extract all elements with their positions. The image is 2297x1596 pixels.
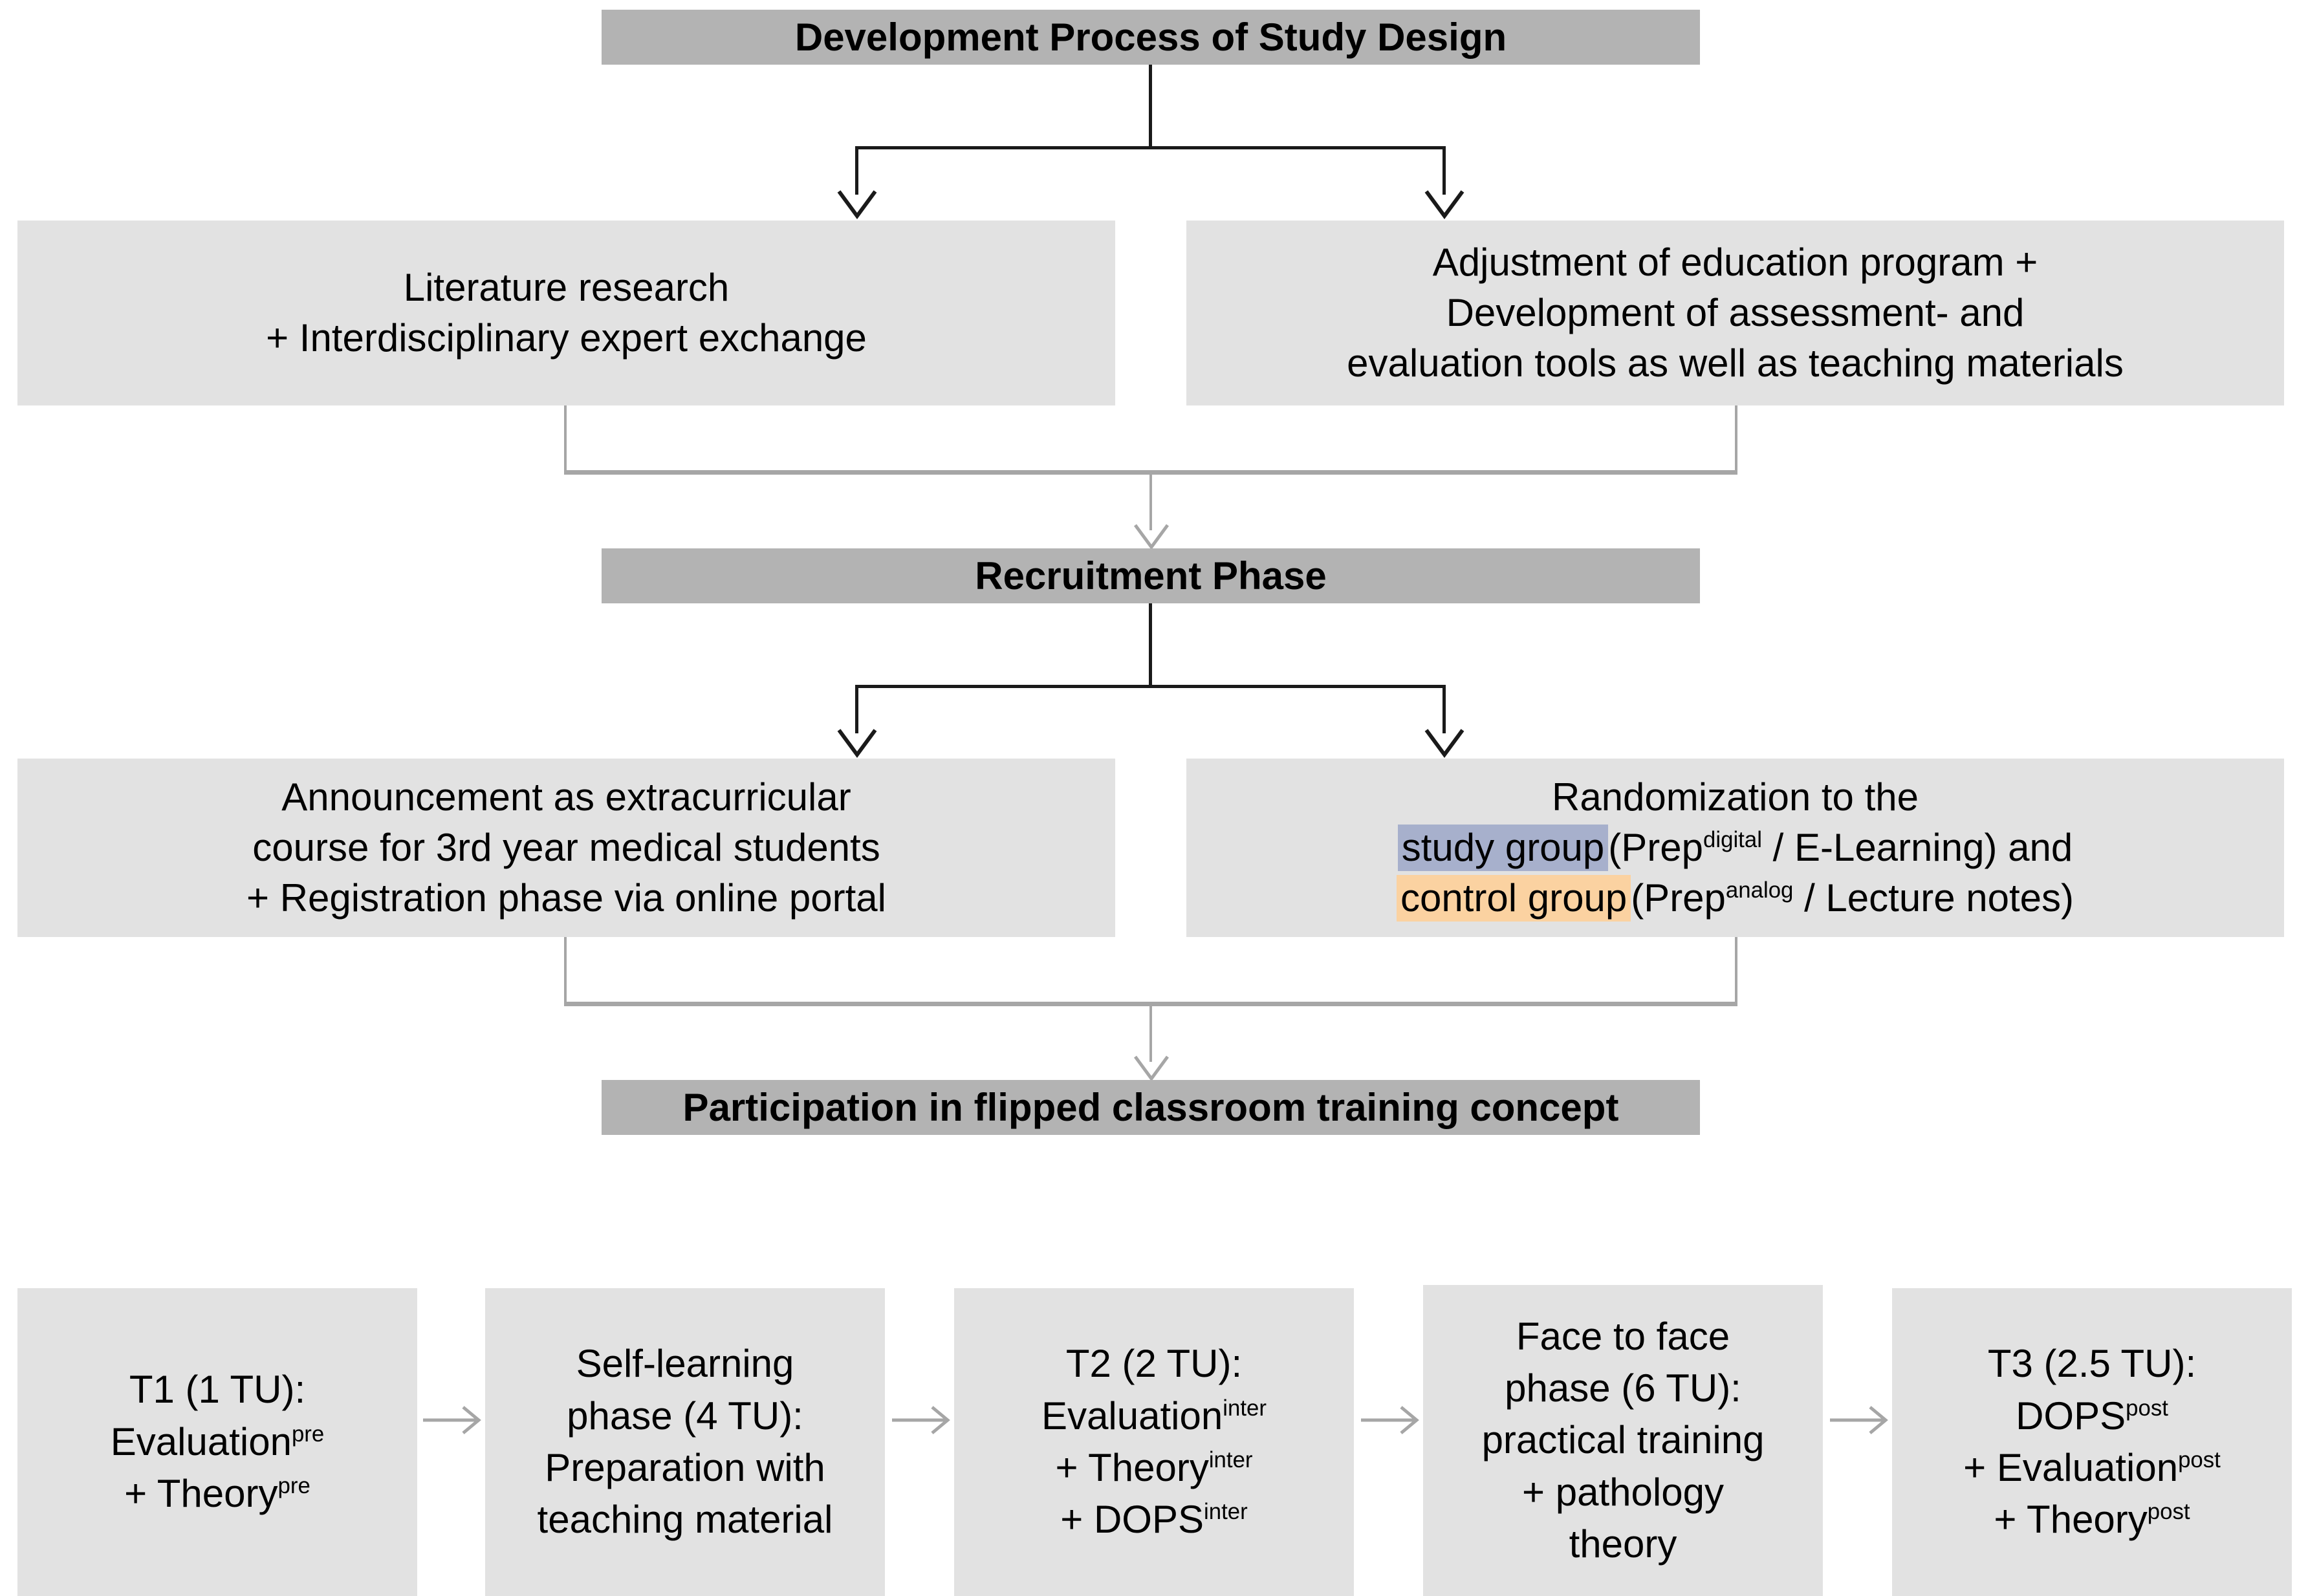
study-group-detail-a: (Prep [1608, 826, 1704, 869]
timeline-self-learning-line-3: Preparation with [545, 1446, 825, 1489]
node-randomization-line-3: control group(Prepanalog / Lecture notes… [1198, 873, 2272, 923]
timeline-face-to-face-line-5: theory [1569, 1522, 1677, 1566]
control-group-detail-a: (Prep [1631, 876, 1726, 920]
node-literature-research-text: Literature research + Interdisciplinary … [17, 263, 1115, 363]
timeline-face-to-face-line-4: + pathology [1522, 1470, 1724, 1514]
node-adjustment-line-1: Adjustment of education program + [1432, 241, 2038, 284]
timeline-face-to-face-line-3: practical training [1481, 1418, 1765, 1462]
timeline-t3-line-1: T3 (2.5 TU): [1987, 1342, 2197, 1386]
timeline-face-to-face-line-2: phase (6 TU): [1505, 1366, 1741, 1410]
control-group-detail-b: / Lecture notes) [1793, 876, 2074, 920]
timeline-arrow-1-icon [423, 1406, 481, 1434]
timeline-t1-line-2: Evaluationpre [110, 1419, 325, 1463]
timeline-t3-sup-3: post [2178, 1447, 2221, 1472]
node-development-process-header: Development Process of Study Design [602, 10, 1700, 65]
study-group-detail-b: / E-Learning) and [1761, 826, 2073, 869]
arrowhead-recruitment-icon [1133, 524, 1170, 550]
node-announcement-line-2: course for 3rd year medical students [252, 826, 880, 869]
connector-header-bus [855, 146, 1446, 149]
node-literature-research: Literature research + Interdisciplinary … [17, 221, 1115, 405]
connector-recruitment-left-drop [855, 685, 858, 733]
node-announcement-extracurricular: Announcement as extracurricular course f… [17, 759, 1115, 937]
connector-row2-right-riser [1735, 405, 1737, 471]
timeline-self-learning-line-4: teaching material [537, 1498, 833, 1542]
node-recruitment-phase: Recruitment Phase [602, 548, 1700, 603]
node-literature-research-line-2: + Interdisciplinary expert exchange [266, 316, 867, 360]
timeline-t1-sup-2: pre [291, 1421, 325, 1447]
node-announcement-line-3: + Registration phase via online portal [246, 876, 886, 920]
timeline-box-t3: T3 (2.5 TU): DOPSpost + Evaluationpost +… [1892, 1288, 2292, 1596]
timeline-self-learning-line-1: Self-learning [576, 1342, 794, 1386]
connector-header-left-drop [855, 146, 858, 195]
study-group-highlight: study group [1397, 825, 1609, 871]
timeline-t2-line-2: Evaluationinter [1041, 1394, 1267, 1438]
timeline-t2-sup-3: inter [1208, 1447, 1253, 1472]
timeline-box-t2: T2 (2 TU): Evaluationinter + Theoryinter… [954, 1288, 1354, 1596]
node-participation-flipped-classroom: Participation in flipped classroom train… [602, 1080, 1700, 1135]
timeline-t3-sup-4: post [2147, 1499, 2190, 1525]
node-randomization-line-2: study group(Prepdigital / E-Learning) an… [1198, 823, 2272, 873]
node-randomization: Randomization to the study group(Prepdig… [1186, 759, 2284, 937]
connector-row2-left-riser [564, 405, 567, 471]
timeline-t3-line-3: + Evaluationpost [1963, 1446, 2221, 1489]
arrowhead-recruitment-left-icon [837, 729, 877, 759]
timeline-t1-line-3: + Theorypre [124, 1472, 310, 1516]
timeline-t2-line-1: T2 (2 TU): [1065, 1342, 1243, 1386]
timeline-arrow-2-icon [892, 1406, 950, 1434]
node-adjustment-education-program: Adjustment of education program + Develo… [1186, 221, 2284, 405]
timeline-t3-line-2: DOPSpost [2016, 1394, 2168, 1438]
timeline-t2-sup-2: inter [1223, 1395, 1267, 1421]
timeline-box-self-learning: Self-learning phase (4 TU): Preparation … [485, 1288, 885, 1596]
timeline-t3-line-4: + Theorypost [1994, 1498, 2190, 1542]
node-announcement-line-1: Announcement as extracurricular [281, 775, 851, 819]
timeline-box-face-to-face-text: Face to face phase (6 TU): practical tra… [1423, 1311, 1823, 1571]
node-adjustment-line-2: Development of assessment- and [1446, 291, 2025, 334]
timeline-box-t3-text: T3 (2.5 TU): DOPSpost + Evaluationpost +… [1892, 1338, 2292, 1546]
timeline-arrow-3-icon [1361, 1406, 1419, 1434]
timeline-t1-line-1: T1 (1 TU): [129, 1368, 306, 1412]
timeline-box-self-learning-text: Self-learning phase (4 TU): Preparation … [485, 1338, 885, 1546]
connector-header-stem [1149, 65, 1152, 147]
timeline-box-t2-text: T2 (2 TU): Evaluationinter + Theoryinter… [954, 1338, 1354, 1546]
control-group-highlight: control group [1396, 875, 1631, 922]
node-literature-research-line-1: Literature research [403, 266, 730, 309]
connector-row4-bus [564, 1002, 1737, 1006]
timeline-box-t1: T1 (1 TU): Evaluationpre + Theorypre [17, 1288, 417, 1596]
timeline-self-learning-line-2: phase (4 TU): [567, 1394, 803, 1438]
timeline-t3-sup-2: post [2126, 1395, 2168, 1421]
node-randomization-text: Randomization to the study group(Prepdig… [1186, 772, 2284, 923]
timeline-arrow-4-icon [1830, 1406, 1888, 1434]
timeline-box-t1-text: T1 (1 TU): Evaluationpre + Theorypre [17, 1364, 417, 1520]
timeline-t2-line-4: + DOPSinter [1060, 1498, 1248, 1542]
timeline-face-to-face-line-1: Face to face [1516, 1314, 1730, 1358]
connector-recruitment-bus [855, 685, 1446, 688]
node-randomization-line-1: Randomization to the [1551, 775, 1919, 819]
node-development-process-header-label: Development Process of Study Design [794, 15, 1507, 59]
timeline-box-face-to-face: Face to face phase (6 TU): practical tra… [1423, 1285, 1823, 1596]
node-announcement-text: Announcement as extracurricular course f… [17, 772, 1115, 923]
study-group-superscript: digital [1703, 827, 1762, 852]
connector-row4-right-riser [1735, 937, 1737, 1003]
timeline-t1-sup-3: pre [278, 1473, 310, 1499]
connector-recruitment-stem [1149, 603, 1152, 686]
connector-row4-stem [1149, 1006, 1152, 1062]
timeline-t2-sup-4: inter [1204, 1499, 1248, 1525]
timeline-t2-line-3: + Theoryinter [1055, 1446, 1253, 1489]
connector-row2-bus [564, 470, 1737, 475]
arrowhead-header-left-icon [837, 190, 877, 220]
node-adjustment-education-program-text: Adjustment of education program + Develo… [1186, 237, 2284, 389]
arrowhead-header-right-icon [1424, 190, 1464, 220]
connector-row2-stem [1149, 475, 1152, 530]
connector-row4-left-riser [564, 937, 567, 1003]
connector-recruitment-right-drop [1442, 685, 1446, 733]
arrowhead-participation-icon [1133, 1055, 1170, 1082]
node-recruitment-phase-label: Recruitment Phase [975, 554, 1327, 598]
node-adjustment-line-3: evaluation tools as well as teaching mat… [1347, 341, 2124, 385]
node-participation-label: Participation in flipped classroom train… [682, 1085, 1619, 1129]
arrowhead-recruitment-right-icon [1424, 729, 1464, 759]
connector-header-right-drop [1442, 146, 1446, 195]
control-group-superscript: analog [1725, 878, 1794, 903]
